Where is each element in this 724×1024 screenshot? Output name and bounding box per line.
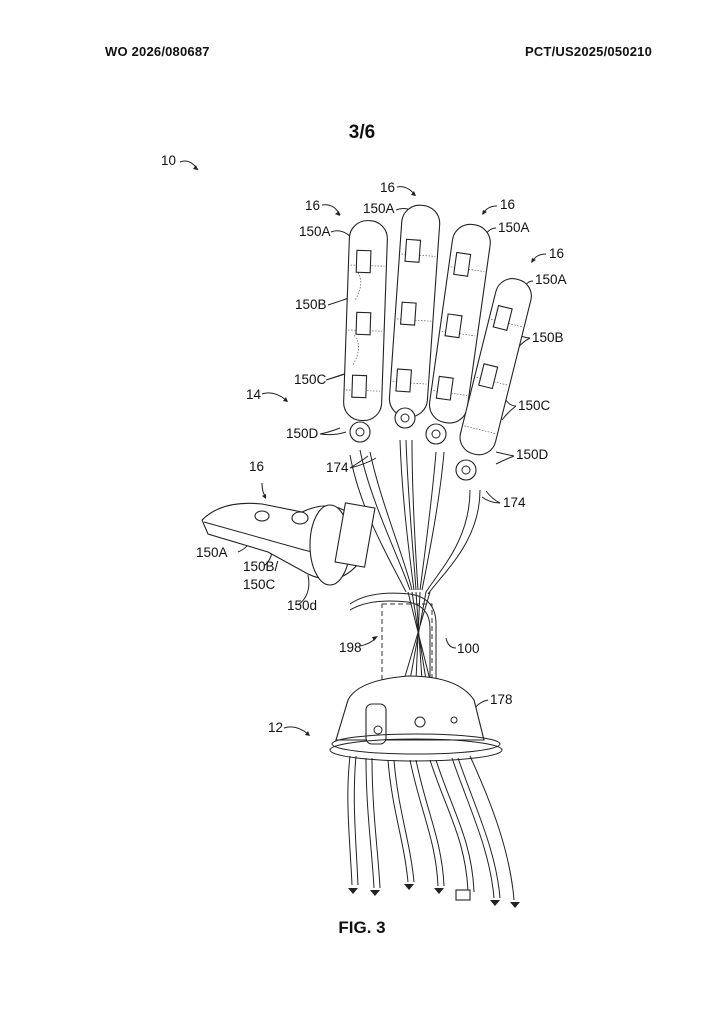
finger-1 (343, 220, 388, 422)
label-16: 16 (500, 197, 516, 212)
label-150c: 150C (518, 398, 551, 413)
base-housing (329, 675, 503, 762)
label-150b-150c-line2: 150C (243, 577, 276, 592)
label-150a: 150A (535, 272, 567, 287)
publication-number: WO 2026/080687 (105, 44, 210, 59)
label-14: 14 (246, 387, 262, 402)
label-150a: 150A (363, 201, 395, 216)
label-150d: 150D (516, 447, 549, 462)
sheet-number: 3/6 (348, 122, 376, 143)
finger-3 (428, 223, 491, 424)
label-150a: 150A (299, 224, 331, 239)
label-150b: 150B (532, 330, 564, 345)
finger-2 (388, 204, 441, 418)
cables (349, 439, 481, 684)
label-12: 12 (268, 720, 284, 735)
lower-wires (347, 755, 520, 908)
finger-4 (459, 278, 532, 456)
thumb (201, 502, 376, 586)
bundle-region (381, 603, 433, 681)
label-150b: 150B (295, 297, 327, 312)
label-150d-thumb: 150d (287, 598, 318, 613)
figure-caption: FIG. 3 (338, 918, 386, 937)
label-16: 16 (249, 459, 265, 474)
label-16: 16 (380, 180, 396, 195)
knuckle-joints (349, 407, 477, 481)
label-174: 174 (503, 495, 526, 510)
label-100: 100 (457, 641, 480, 656)
label-16: 16 (305, 198, 321, 213)
label-198: 198 (339, 640, 362, 655)
label-10: 10 (161, 153, 177, 168)
label-150a: 150A (196, 545, 228, 560)
application-number: PCT/US2025/050210 (525, 44, 652, 59)
label-150c: 150C (294, 372, 327, 387)
label-174: 174 (326, 460, 349, 475)
label-150b-150c-line1: 150B/ (243, 559, 279, 574)
label-150d: 150D (286, 426, 319, 441)
label-16: 16 (549, 246, 565, 261)
label-178: 178 (490, 692, 513, 707)
label-150a: 150A (498, 220, 530, 235)
